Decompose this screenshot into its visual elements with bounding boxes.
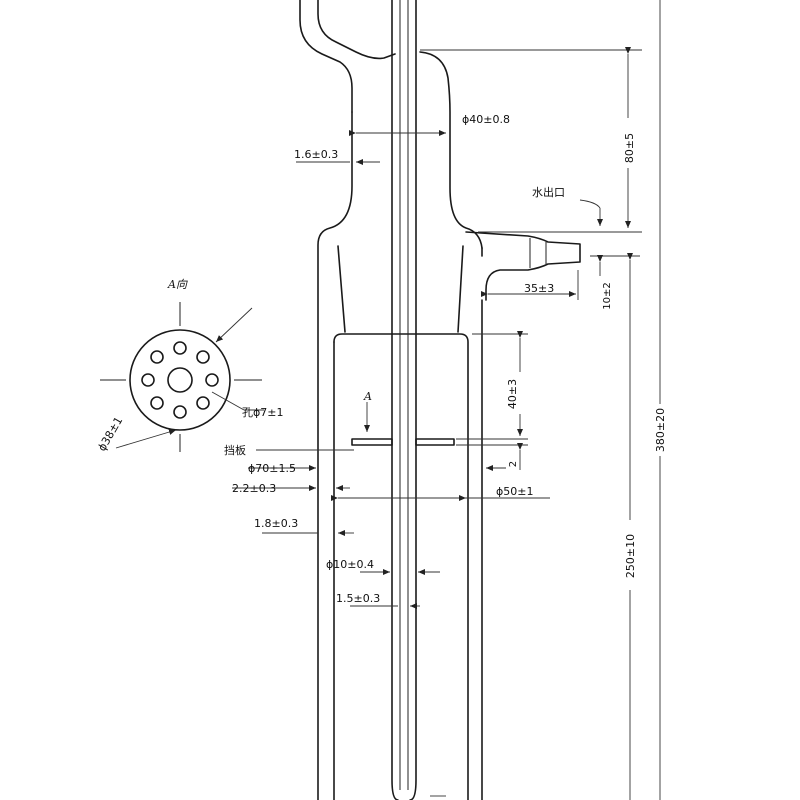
labels: ϕ40±0.8 1.6±0.3 80±5 水出口 35±3 10±2 40±3 … xyxy=(95,113,667,605)
label-t16: 1.6±0.3 xyxy=(294,148,338,161)
dimension-lines xyxy=(232,0,661,800)
label-h80: 80±5 xyxy=(623,133,636,163)
label-t15: 1.5±0.3 xyxy=(336,592,380,605)
label-t18: 1.8±0.3 xyxy=(254,517,298,530)
label-baffle: 挡板 xyxy=(224,443,246,457)
label-h380: 380±20 xyxy=(654,408,667,452)
label-d50: ϕ50±1 xyxy=(496,485,533,498)
label-view-a: A向 xyxy=(167,278,188,291)
label-h2: 2 xyxy=(508,461,519,467)
label-d70: ϕ70±1.5 xyxy=(248,462,296,475)
label-d10: ϕ10±0.4 xyxy=(326,558,374,571)
label-l35: 35±3 xyxy=(524,282,554,295)
label-h40: 40±3 xyxy=(506,379,519,409)
label-d38: ϕ38±1 xyxy=(95,415,125,454)
label-t22: 2.2±0.3 xyxy=(232,482,276,495)
label-d40: ϕ40±0.8 xyxy=(462,113,510,126)
label-section-a: A xyxy=(363,390,372,403)
label-water-outlet: 水出口 xyxy=(532,185,565,199)
detail-view-a xyxy=(100,302,264,452)
label-h10: 10±2 xyxy=(602,282,613,309)
label-hole: 孔ϕ7±1 xyxy=(242,406,283,419)
label-h250: 250±10 xyxy=(624,534,637,578)
vessel-body xyxy=(299,0,581,800)
